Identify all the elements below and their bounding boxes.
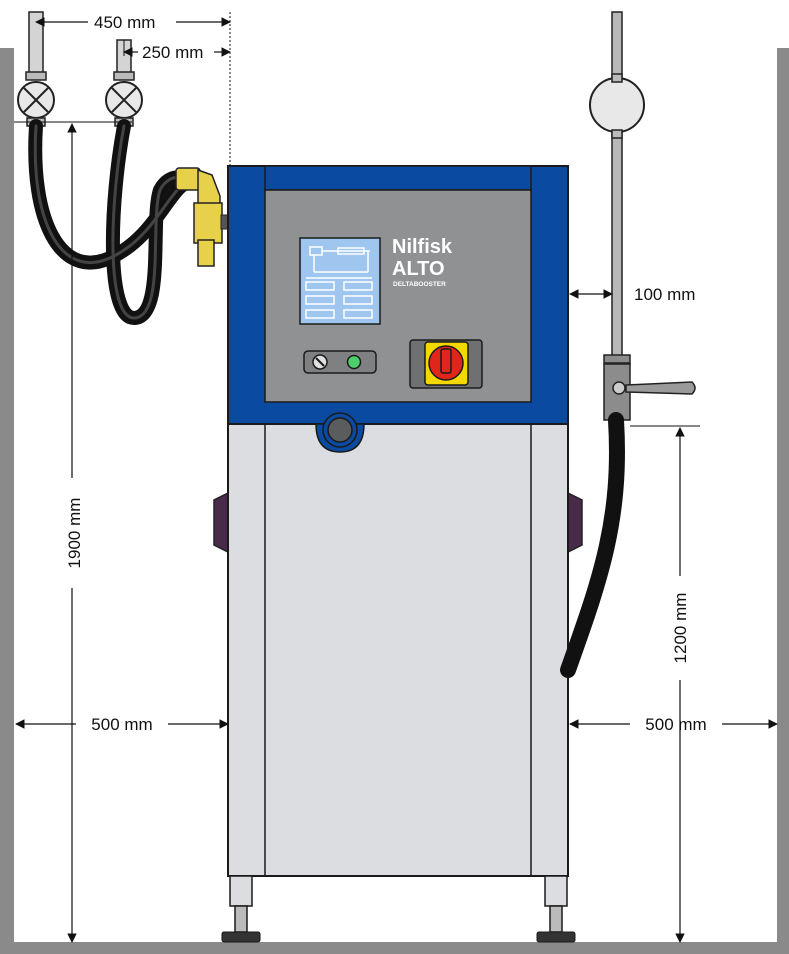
main-switch[interactable]: [409, 339, 483, 389]
outlet-hose: [560, 412, 625, 678]
hose-rack: [560, 11, 696, 678]
control-display: [299, 237, 381, 325]
dim-1200-label: 1200 mm: [671, 593, 690, 664]
gun-lever[interactable]: [625, 381, 696, 395]
floor: [0, 942, 789, 954]
model-name: DELTABOOSTER: [393, 281, 446, 288]
hose-connector: [315, 412, 365, 453]
brass-inlet-fitting: [175, 167, 230, 267]
dim-500-right-label: 500 mm: [645, 715, 706, 734]
dim-100-label: 100 mm: [634, 285, 695, 304]
dim-250-label: 250 mm: [142, 43, 203, 62]
inlet-hoses: [28, 119, 202, 325]
left-wall: [0, 48, 14, 944]
dim-1900-label: 1900 mm: [65, 498, 84, 569]
status-lamp-icon: [346, 354, 362, 370]
right-wall: [777, 48, 789, 944]
valve-icon: [105, 81, 143, 119]
machine-legs: [221, 875, 576, 943]
water-supply-pipes: [17, 11, 143, 127]
dimension-lines: [14, 12, 778, 943]
brand-nilfisk: Nilfisk: [392, 236, 453, 258]
pressure-tank-icon: [589, 77, 645, 133]
valve-icon: [17, 81, 55, 119]
dim-500-left-label: 500 mm: [91, 715, 152, 734]
deltabooster-cabinet: Nilfisk ALTO DELTABOOSTER: [221, 165, 576, 943]
brand-alto: ALTO: [392, 258, 445, 280]
dim-450-label: 450 mm: [94, 13, 155, 32]
indicator-panel: [303, 350, 377, 374]
